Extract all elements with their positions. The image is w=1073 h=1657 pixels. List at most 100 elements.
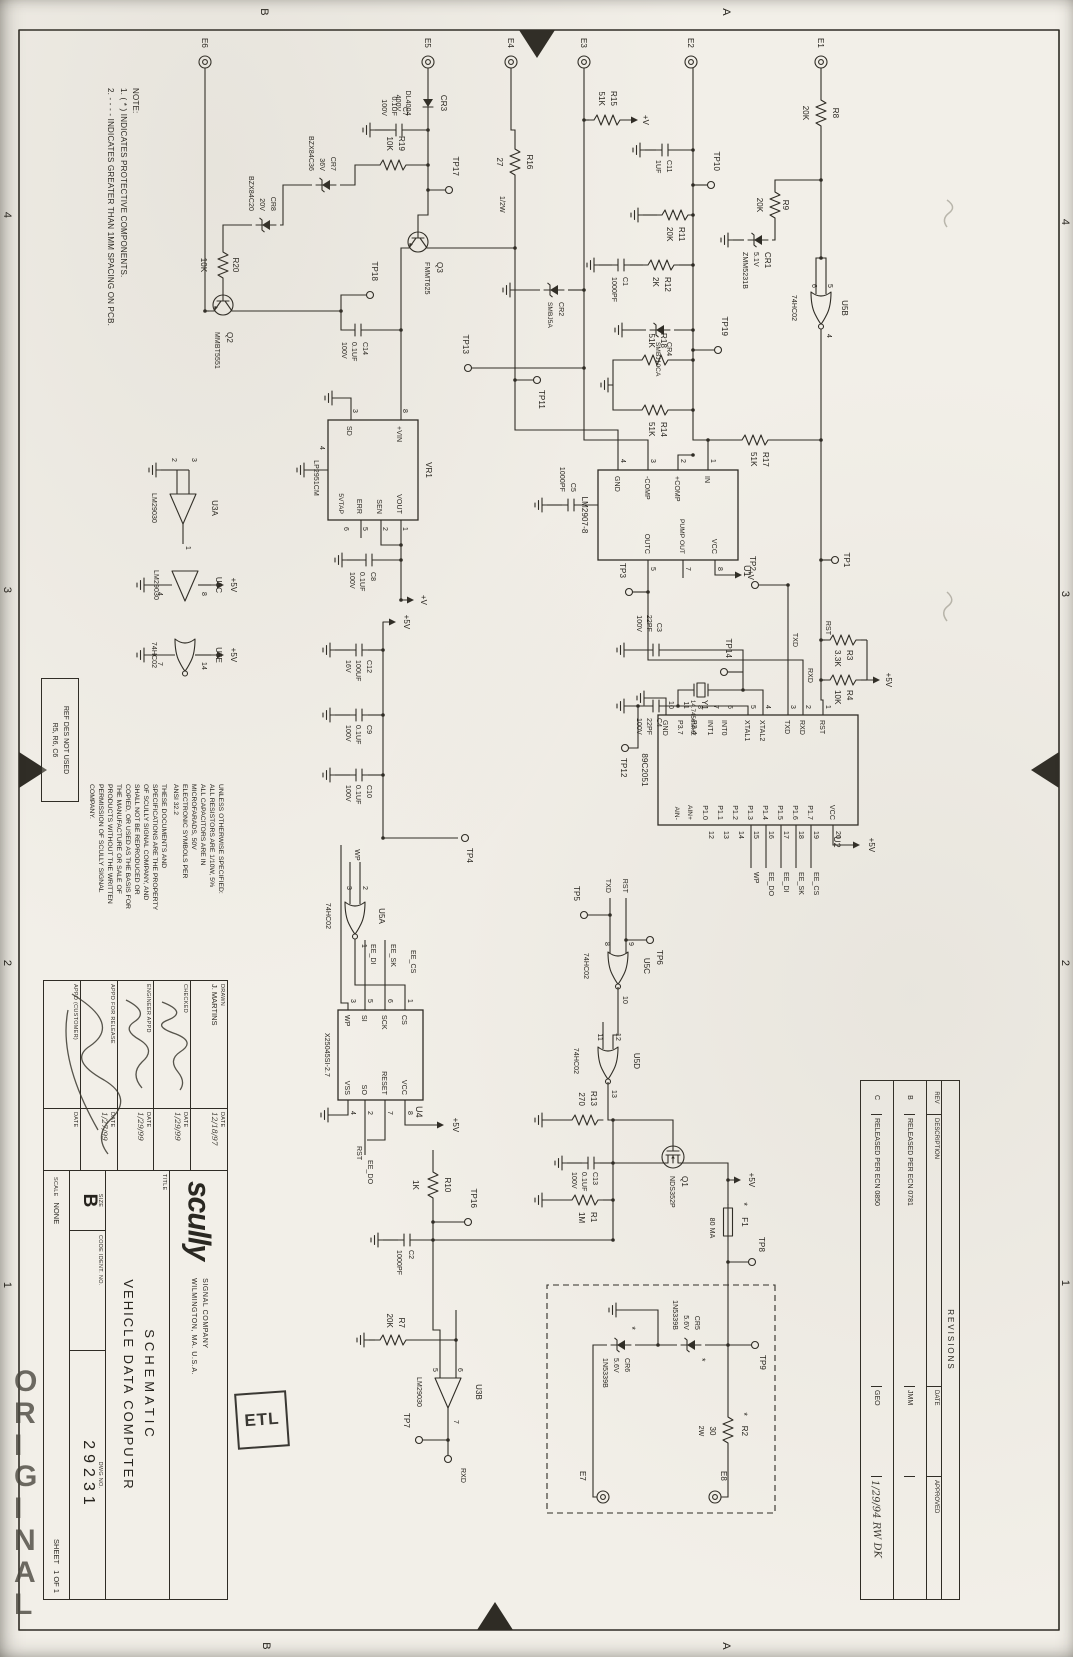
schematic-label: 1000PF — [610, 277, 617, 302]
cap-symbol — [611, 258, 631, 272]
junction-dot — [582, 118, 586, 122]
schematic-label: 270 — [577, 1092, 586, 1106]
schematic-label: +COMP — [673, 476, 680, 502]
schematic-label: 36V — [318, 158, 325, 171]
schematic-label: U4 — [414, 1106, 424, 1118]
schematic-label: U3C — [214, 577, 223, 593]
schematic-label: 10 — [667, 701, 674, 709]
gnd-symbol — [322, 707, 336, 723]
schematic-label: TXD — [791, 633, 798, 647]
schematic-label: 7 — [684, 567, 691, 571]
gnd-symbol — [324, 390, 338, 406]
schematic-label: 8 — [406, 1111, 413, 1115]
schematic-label: 4 — [1, 212, 13, 218]
schematic-label: E1 — [816, 38, 825, 48]
wire — [340, 845, 349, 1010]
schematic-label: +V — [419, 595, 428, 606]
schematic-label: 1 — [1059, 1280, 1071, 1286]
schematic-label: TP3 — [618, 563, 627, 578]
schematic-label: 80 MA — [708, 1218, 715, 1239]
schematic-label: U3B — [474, 1384, 483, 1400]
schematic-label: 4 — [349, 1111, 356, 1115]
schematic-label: 20V — [258, 198, 265, 211]
schematic-label: 8 — [696, 705, 703, 709]
schematic-label: 6 — [726, 705, 733, 709]
schematic-label: 4 — [318, 446, 325, 450]
schematic-label: R9 — [781, 200, 790, 211]
junction-dot — [381, 648, 385, 652]
schematic-label: WP — [343, 1015, 350, 1027]
schematic-label: 4 — [764, 705, 771, 709]
junction-dot — [819, 678, 823, 682]
schematic-label: EE_DI — [369, 944, 376, 965]
schematic-label: RXD — [798, 720, 805, 735]
schematic-label: SO — [360, 1085, 367, 1096]
schematic-label: R15 — [609, 91, 618, 106]
schematic-label: 51K — [749, 452, 758, 467]
wire — [237, 310, 349, 331]
junction-dot — [819, 256, 823, 260]
schematic-label: 12 — [707, 831, 714, 839]
res-symbol — [427, 1166, 439, 1204]
schematic-label: EE_CS — [409, 950, 416, 974]
schematic-label: TP19 — [720, 316, 729, 336]
schematic-label: 9 — [627, 942, 634, 946]
junction-dot — [706, 438, 710, 442]
schematic-label: 5 — [749, 705, 756, 709]
schematic-label: 14 — [200, 662, 207, 670]
wire — [714, 560, 729, 576]
junction-dot — [426, 163, 430, 167]
schematic-label: E7 — [578, 1471, 587, 1481]
schematic-label: RST — [824, 621, 831, 636]
schematic-label: TP9 — [758, 1355, 767, 1370]
schematic-label: 8 — [200, 592, 207, 596]
junction-dot — [636, 704, 640, 708]
schematic-label: 11 — [596, 1034, 603, 1041]
pencil-scribble — [943, 199, 954, 228]
res-symbol — [824, 634, 862, 646]
schematic-label: U5B — [840, 300, 849, 316]
cap-symbol — [349, 708, 369, 722]
schematic-label: VOUT — [395, 494, 402, 514]
schematic-label: 100V — [635, 718, 642, 735]
fuse-symbol — [722, 1203, 734, 1241]
schematic-label: 2 — [804, 705, 811, 709]
schematic-label: 2 — [366, 1111, 373, 1115]
schematic-label: TP13 — [461, 334, 470, 354]
schematic-label: TXD — [604, 879, 611, 893]
schematic-label: +5V — [402, 615, 411, 630]
schematic-label: +V — [746, 570, 755, 581]
schematic-label: 30 — [708, 1426, 717, 1436]
schematic-label: 3 — [649, 459, 656, 463]
wire — [820, 329, 824, 715]
junction-dot — [819, 558, 823, 562]
schematic-label: SMBJ5A — [546, 302, 553, 328]
schematic-label: 3 — [345, 886, 352, 890]
junction-dot — [611, 1118, 615, 1122]
schematic-label: 6 — [810, 284, 817, 288]
schematic-label: +5V — [229, 578, 238, 593]
junction-dot — [426, 128, 430, 132]
schematic-label: RST — [818, 720, 825, 735]
wire — [333, 1100, 349, 1116]
res-symbol — [736, 434, 774, 446]
schematic-label: C2 — [407, 1250, 414, 1259]
schematic-label: 5 — [826, 284, 833, 288]
schematic-label: RXD — [459, 1468, 466, 1483]
schematic-label: * — [697, 1358, 707, 1362]
center-mark-bottom — [19, 752, 47, 788]
schematic-label: R18 — [659, 333, 668, 348]
cap-symbol — [348, 323, 368, 337]
rev-description: RELEASED PER ECN 0781 — [904, 1115, 916, 1387]
schematic-label: C11 — [665, 160, 672, 173]
schematic-label: 10 — [621, 996, 628, 1004]
junction-dot — [819, 178, 823, 182]
schematic-label: CR5 — [693, 1316, 700, 1330]
schematic-label: CR6 — [623, 1358, 630, 1372]
dio-symbol — [422, 92, 434, 114]
schematic-label: 8 — [603, 942, 610, 946]
rev-letter: B — [904, 1081, 916, 1115]
center-mark-left — [519, 30, 555, 58]
